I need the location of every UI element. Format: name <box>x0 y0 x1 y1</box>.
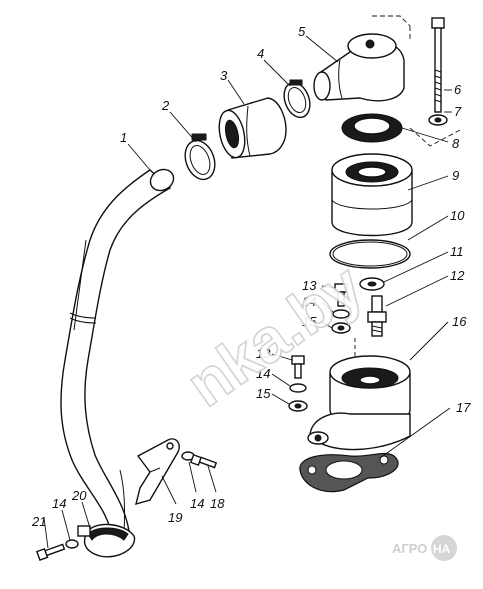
seal-ring-part-10 <box>329 239 411 269</box>
bracket-part-19 <box>135 438 180 506</box>
label-part-14-upper: 14 <box>302 294 316 309</box>
sleeve-part-3 <box>218 97 287 159</box>
logo-text-left: АГРО <box>392 541 427 556</box>
label-part-8: 8 <box>452 136 460 151</box>
label-part-13-lower: 13 <box>256 346 271 361</box>
clamp-part-2 <box>184 133 216 181</box>
bolt-part-13-upper <box>334 283 348 307</box>
label-part-2: 2 <box>161 98 170 113</box>
washer-hole-15-upper <box>337 325 345 331</box>
elbow-part-5 <box>313 15 411 102</box>
label-part-11: 11 <box>450 244 464 259</box>
label-part-12: 12 <box>450 268 465 283</box>
fitting-part-12 <box>367 295 387 337</box>
part-labels: 1 2 3 4 5 6 7 8 9 10 11 12 13 14 15 16 1… <box>31 24 471 529</box>
label-part-16: 16 <box>452 314 467 329</box>
bolt-part-18 <box>189 453 218 469</box>
label-part-14-lower: 14 <box>256 366 270 381</box>
washer-part-14-upper <box>332 309 350 319</box>
gasket-part-8 <box>341 113 403 143</box>
label-part-14-bracket: 14 <box>190 496 204 511</box>
bolt-part-6 <box>431 17 445 113</box>
bolt-part-21 <box>35 543 66 561</box>
label-part-4: 4 <box>257 46 264 61</box>
label-part-6: 6 <box>454 82 462 97</box>
label-part-1: 1 <box>120 130 127 145</box>
label-part-21: 21 <box>31 514 46 529</box>
clamp-part-4 <box>283 79 311 119</box>
logo-text-right: НА <box>433 542 451 556</box>
clamp-part-20 <box>77 523 136 558</box>
base-part-16 <box>307 338 411 451</box>
label-part-19: 19 <box>168 510 182 525</box>
gasket-part-17 <box>299 452 399 493</box>
washer-part-11 <box>359 277 385 291</box>
logo-circle-icon <box>431 535 457 561</box>
label-part-7: 7 <box>454 104 462 119</box>
label-part-15-upper: 15 <box>302 314 317 329</box>
label-part-13-upper: 13 <box>302 278 317 293</box>
agro-logo: АГРО НА <box>392 535 457 561</box>
label-part-3: 3 <box>220 68 228 83</box>
leader-lines <box>43 35 452 549</box>
label-part-14-clamp: 14 <box>52 496 66 511</box>
washer-part-14-lower <box>289 383 307 393</box>
label-part-9: 9 <box>452 168 459 183</box>
label-part-15-lower: 15 <box>256 386 271 401</box>
washer-part-14-clamp <box>65 539 79 549</box>
label-part-20: 20 <box>71 488 87 503</box>
washer-part-7 <box>428 114 448 126</box>
label-part-10: 10 <box>450 208 465 223</box>
label-part-5: 5 <box>298 24 306 39</box>
label-part-17: 17 <box>456 400 471 415</box>
housing-part-9 <box>331 153 413 237</box>
dashed-line-bolt-to-flange <box>409 127 461 147</box>
washer-hole-15-lower <box>294 403 302 409</box>
label-part-18: 18 <box>210 496 225 511</box>
